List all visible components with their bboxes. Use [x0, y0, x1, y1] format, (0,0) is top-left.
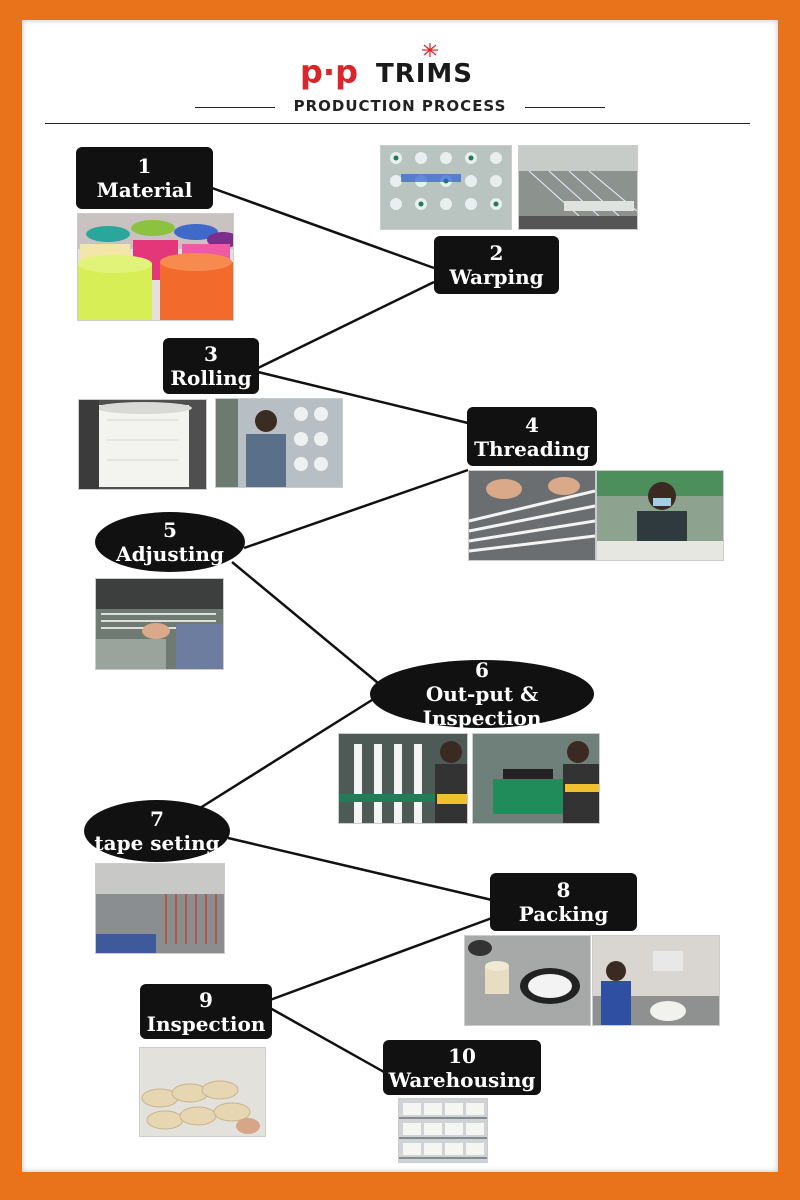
inspection-worker-photo	[472, 733, 600, 824]
step-8-packing: 8 Packing	[490, 873, 637, 931]
step-label: tape seting	[94, 831, 220, 855]
step-label: Warehousing	[388, 1067, 536, 1092]
step-label: Inspection	[146, 1011, 266, 1036]
step-label: Warping	[449, 265, 544, 289]
warehouse-shelves-photo	[398, 1098, 488, 1163]
title-rule-left	[195, 107, 275, 108]
adjusting-machine-photo	[95, 578, 224, 670]
step-9-inspection: 9 Inspection	[140, 984, 272, 1039]
packing-worker-photo	[592, 935, 720, 1026]
step-2-warping: 2 Warping	[434, 236, 559, 294]
title-rule-right	[525, 107, 605, 108]
step-number: 5	[163, 518, 177, 542]
warping-machine-photo	[518, 145, 638, 230]
step-number: 4	[525, 412, 539, 437]
step-number: 1	[137, 154, 152, 178]
step-7-tape-setting: 7 tape seting	[84, 800, 230, 862]
step-label: Adjusting	[116, 542, 224, 566]
step-label: Rolling	[170, 366, 252, 390]
step-number: 3	[204, 342, 218, 366]
step-6-output-inspection: 6 Out-put & Inspection	[370, 658, 594, 730]
rolling-worker-photo	[215, 398, 343, 488]
step-label: Packing	[518, 902, 609, 926]
yarn-cones-photo	[77, 213, 234, 321]
step-10-warehousing: 10 Warehousing	[383, 1040, 541, 1095]
step-3-rolling: 3 Rolling	[163, 338, 259, 394]
step-number: 6	[475, 658, 489, 682]
brand-pp: p·p	[300, 53, 358, 91]
output-machine-photo	[338, 733, 468, 824]
tape-setting-machine-photo	[95, 863, 225, 954]
step-number: 9	[199, 987, 213, 1012]
step-number: 8	[556, 878, 571, 902]
step-label: Threading	[474, 436, 590, 461]
inspection-rolls-photo	[139, 1047, 266, 1137]
step-4-threading: 4 Threading	[467, 407, 597, 466]
warping-creel-photo	[380, 145, 512, 230]
step-number: 10	[448, 1043, 476, 1068]
threading-hands-photo	[468, 470, 596, 561]
brand-trims: TRIMS	[376, 59, 474, 89]
header-divider	[45, 123, 750, 124]
brand-logo: p·p TRIMS	[300, 43, 500, 95]
sparkle-icon	[422, 43, 438, 57]
page-subtitle: PRODUCTION PROCESS	[293, 97, 507, 115]
step-label: Out-put &	[425, 682, 539, 706]
step-label-line2: Inspection	[422, 706, 542, 730]
step-number: 2	[489, 241, 504, 265]
step-5-adjusting: 5 Adjusting	[95, 512, 245, 572]
step-number: 7	[150, 807, 164, 831]
step-label: Material	[96, 178, 193, 202]
threading-worker-photo	[596, 470, 724, 561]
step-1-material: 1 Material	[76, 147, 213, 209]
yarn-beam-photo	[78, 399, 207, 490]
packing-rolls-photo	[464, 935, 591, 1026]
